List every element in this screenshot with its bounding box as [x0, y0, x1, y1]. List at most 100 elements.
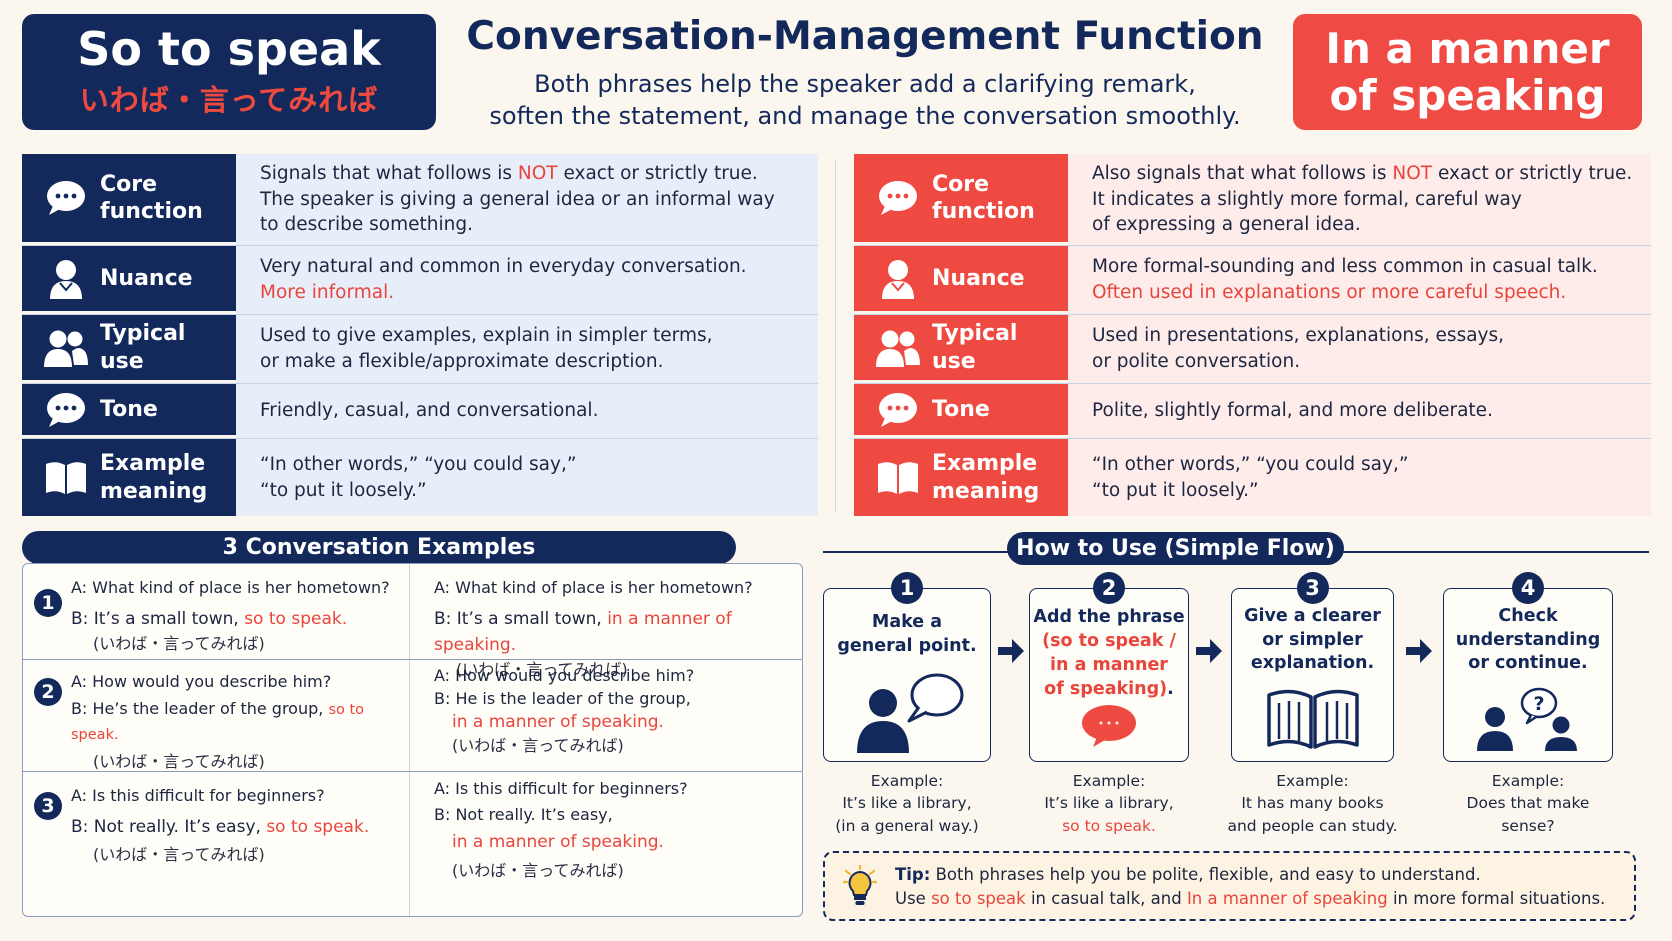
- table-row-nuance: Nuance More formal-sounding and less com…: [854, 246, 1651, 315]
- dialog-line: B: He is the leader of the group,: [434, 688, 691, 708]
- in-a-manner-dialog: A: What kind of place is her hometown? B…: [409, 564, 799, 679]
- people-icon: [44, 328, 88, 368]
- step-4-example: Example: Does that make sense?: [1443, 770, 1613, 837]
- step-title-line: .: [1167, 679, 1174, 700]
- row-label: Typical use: [22, 315, 236, 383]
- row-label-text: Tone: [100, 396, 158, 422]
- description-text: “to put it loosely.”: [1092, 479, 1259, 501]
- description-text: “In other words,” “you could say,”: [1092, 453, 1409, 475]
- row-description: Signals that what follows is NOT exact o…: [236, 154, 818, 245]
- description-text: Used to give examples, explain in simple…: [260, 325, 713, 347]
- example-text: sense?: [1501, 816, 1555, 835]
- description-text: or polite conversation.: [1092, 351, 1301, 372]
- step-title: Check understanding or continue.: [1444, 605, 1612, 676]
- speech-bubble-icon: [876, 178, 920, 218]
- description-text: It indicates a slightly more formal, car…: [1092, 188, 1522, 210]
- step-title-line: explanation.: [1250, 653, 1375, 674]
- step-title: Give a clearer or simpler explanation.: [1232, 605, 1393, 676]
- in-a-manner-of-speaking-badge: In a manner of speaking: [1293, 14, 1642, 130]
- table-row-typical-use: Typical use Used to give examples, expla…: [22, 315, 818, 384]
- conversation-example-3: 3 A: Is this difficult for beginners? B:…: [23, 772, 802, 916]
- row-label: Typical use: [854, 315, 1068, 383]
- japanese-note: (いわば・言ってみれば): [456, 660, 628, 680]
- speech-bubble-icon: [44, 178, 88, 218]
- description-text: Used in presentations, explanations, ess…: [1092, 325, 1505, 347]
- description-text: to describe something.: [260, 214, 473, 236]
- row-label-text: Nuance: [932, 265, 1025, 291]
- tip-label: Tip:: [895, 865, 931, 884]
- conversation-example-2: 2 A: How would you describe him? B: He’s…: [23, 660, 802, 772]
- tip-line: in casual talk, and: [1025, 889, 1187, 909]
- dialog-line: A: Is this difficult for beginners?: [71, 786, 325, 805]
- example-number: 1: [34, 589, 62, 617]
- highlight-text: NOT: [1392, 163, 1433, 185]
- arrow-right-icon: [1406, 639, 1432, 663]
- step-title-line: (so to speak /: [1042, 631, 1176, 652]
- example-number: 2: [34, 678, 62, 706]
- so-to-speak-dialog: A: How would you describe him? B: He’s t…: [71, 660, 411, 771]
- table-row-tone: Tone Polite, slightly formal, and more d…: [854, 384, 1651, 439]
- tip-line: in more formal situations.: [1387, 889, 1606, 909]
- description-text: Signals that what follows is: [260, 163, 518, 185]
- so-to-speak-badge: So to speak いわば・言ってみれば: [22, 14, 436, 130]
- description-text: The speaker is giving a general idea or …: [260, 188, 775, 210]
- description-text: Friendly, casual, and conversational.: [260, 400, 599, 422]
- example-text: It has many books: [1241, 794, 1384, 813]
- dialog-line: A: How would you describe him?: [71, 672, 332, 691]
- example-text: so to speak.: [1062, 816, 1156, 835]
- arrow-right-icon: [998, 639, 1024, 663]
- step-number: 1: [891, 572, 923, 604]
- speech-bubble-icon: [876, 390, 920, 430]
- example-text: and people can study.: [1227, 816, 1398, 835]
- flow-step-4: 4 Check understanding or continue. ?: [1443, 572, 1613, 762]
- highlight-phrase: so to speak.: [244, 608, 348, 629]
- dialog-line: A: How would you describe him?: [434, 666, 695, 685]
- table-row-nuance: Nuance Very natural and common in everyd…: [22, 246, 818, 315]
- dialog-line: B: It’s a small town,: [434, 608, 608, 629]
- description-text: Very natural and common in everyday conv…: [260, 256, 747, 278]
- tip-text: Tip: Both phrases help you be polite, fl…: [895, 863, 1605, 912]
- arrow-right-icon: [1196, 639, 1222, 663]
- speaker-with-thought-bubble-icon: [824, 667, 990, 753]
- step-number: 3: [1296, 572, 1329, 604]
- step-title-line: Check: [1498, 606, 1558, 626]
- dialog-line: B: Not really. It’s easy,: [71, 816, 267, 837]
- description-text: exact or strictly true.: [1432, 163, 1633, 185]
- step-title-line: general point.: [837, 635, 977, 656]
- open-book-icon: [1232, 689, 1393, 751]
- row-label-text: function: [932, 199, 1035, 224]
- japanese-note: (いわば・言ってみれば): [93, 845, 265, 865]
- highlight-phrase: so to speak.: [266, 816, 370, 837]
- person-icon: [876, 259, 920, 299]
- person-icon: [44, 259, 88, 299]
- row-label-text: Core: [932, 171, 990, 197]
- two-people-question-icon: ?: [1444, 687, 1612, 753]
- how-to-use-header: How to Use (Simple Flow): [1007, 532, 1344, 565]
- badge-right-line-2: of speaking: [1329, 71, 1606, 120]
- flow-step-3: 3 Give a clearer or simpler explanation.: [1231, 572, 1394, 762]
- so-to-speak-dialog: A: What kind of place is her hometown? B…: [71, 564, 411, 659]
- tip-line: Both phrases help you be polite, flexibl…: [930, 865, 1481, 884]
- highlight-text: NOT: [517, 163, 558, 185]
- step-title-line: or continue.: [1468, 653, 1588, 674]
- row-label-text: Typical use: [932, 321, 1018, 374]
- row-description: Also signals that what follows is NOT ex…: [1068, 154, 1651, 245]
- japanese-note: (いわば・言ってみれば): [452, 861, 624, 881]
- tip-line: Use: [895, 889, 932, 909]
- highlight-phrase: in a manner of speaking.: [452, 832, 664, 853]
- step-2-example: Example: It’s like a library, so to spea…: [1029, 770, 1189, 837]
- open-book-icon: [876, 458, 920, 498]
- japanese-note: (いわば・言ってみれば): [93, 752, 265, 772]
- conversation-examples-header: 3 Conversation Examples: [22, 531, 736, 564]
- so-to-speak-dialog: A: Is this difficult for beginners? B: N…: [71, 772, 411, 916]
- subtitle-line-2: soften the statement, and manage the con…: [489, 102, 1241, 131]
- row-description: “In other words,” “you could say,” “to p…: [236, 439, 818, 516]
- highlight-text: Often used in explanations or more caref…: [1092, 282, 1567, 303]
- row-label-text: meaning: [932, 478, 1040, 504]
- description-text: Also signals that what follows is: [1092, 163, 1393, 185]
